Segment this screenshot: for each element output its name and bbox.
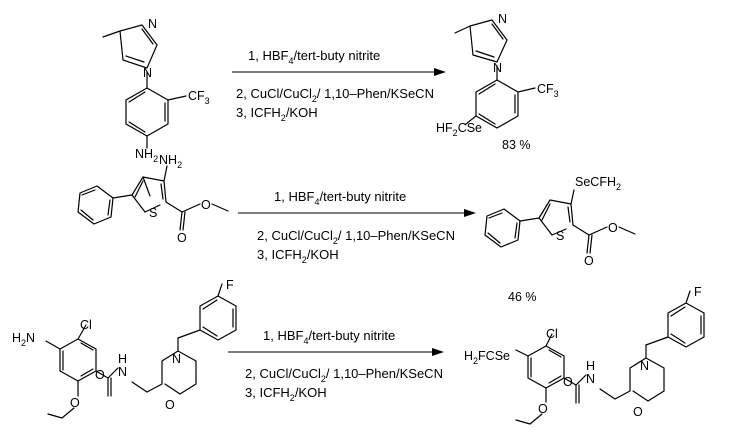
r3-product-amide-n: N — [586, 372, 595, 386]
r1-product-n-top: N — [498, 12, 507, 26]
r3-reactant-o-ether: O — [70, 396, 80, 410]
r2-reactant-nh2: NH2 — [159, 153, 182, 170]
r3-condition-2: 2, CuCl/CuCl2/ 1,10–Phen/KSeCN — [245, 366, 443, 384]
r1-product-cf3: CF3 — [537, 82, 559, 99]
r2-product-s: S — [556, 229, 564, 243]
r3-reactant-o-morpholine: O — [165, 398, 175, 412]
product-3 — [515, 290, 705, 425]
r1-condition-3: 3, ICFH2/KOH — [236, 105, 318, 123]
r3-product-n-morpholine: N — [640, 359, 649, 373]
arrow-head-1 — [434, 68, 446, 76]
r3-product-h: H — [586, 359, 595, 373]
r2-condition-3: 3, ICFH2/KOH — [257, 247, 339, 265]
r3-reactant-o-carbonyl: O — [95, 368, 105, 382]
r3-condition-3: 3, ICFH2/KOH — [245, 385, 327, 403]
reaction-2: NH2 S O O 1, HBF4/tert-buty nitrite 2, C… — [77, 153, 636, 304]
r1-yield: 83 % — [502, 138, 531, 152]
product-1 — [454, 19, 536, 129]
reactant-3 — [45, 283, 237, 419]
r2-product-o-ether: O — [608, 221, 618, 235]
r2-product-secfh2: SeCFH2 — [575, 175, 621, 192]
r1-condition-2: 2, CuCl/CuCl2/ 1,10–Phen/KSeCN — [236, 86, 434, 104]
arrow-head-2 — [464, 209, 476, 217]
r1-reactant-n-ring: N — [143, 66, 152, 80]
r3-product-h2fcse: H2FCSe — [464, 349, 510, 366]
r1-product-sechf2: HF2CSe — [436, 121, 482, 138]
reaction-1: N N CF3 NH2 1, HBF4/tert-buty nitrite 2,… — [102, 12, 559, 164]
reactant-1 — [102, 24, 187, 149]
r1-reactant-n-top: N — [148, 17, 157, 31]
r3-reactant-h2n: H2N — [12, 331, 35, 348]
r3-product-f: F — [694, 285, 702, 299]
r2-yield: 46 % — [508, 290, 537, 304]
r1-product-n-ring: N — [493, 61, 502, 75]
r1-reactant-cf3: CF3 — [188, 89, 210, 106]
reaction-3: F Cl H2N O O H N N O 1, HBF4/tert-buty n… — [12, 278, 705, 425]
reactant-2 — [77, 165, 229, 231]
r2-condition-1: 1, HBF4/tert-buty nitrite — [274, 189, 406, 207]
r3-reactant-n-morpholine: N — [172, 352, 181, 366]
r3-reactant-h: H — [118, 352, 127, 366]
r3-reactant-amide-n: N — [118, 365, 127, 379]
r1-reactant-nh2: NH2 — [135, 147, 158, 164]
r3-product-cl: Cl — [546, 327, 558, 341]
r2-reactant-s: S — [149, 206, 157, 220]
r3-product-o-ether: O — [538, 402, 548, 416]
r3-condition-1: 1, HBF4/tert-buty nitrite — [263, 328, 395, 346]
r2-reactant-o-carbonyl: O — [177, 231, 187, 245]
r3-product-o-morpholine: O — [633, 405, 643, 419]
r3-product-o-carbonyl: O — [563, 375, 573, 389]
arrow-head-3 — [432, 348, 444, 356]
r2-reactant-o-ether: O — [201, 198, 211, 212]
r2-product-o-carbonyl: O — [584, 254, 594, 268]
product-2 — [484, 189, 636, 254]
r3-reactant-f: F — [226, 278, 234, 292]
r2-condition-2: 2, CuCl/CuCl2/ 1,10–Phen/KSeCN — [257, 228, 455, 246]
r1-condition-1: 1, HBF4/tert-buty nitrite — [248, 48, 380, 66]
r3-reactant-cl: Cl — [80, 318, 92, 332]
